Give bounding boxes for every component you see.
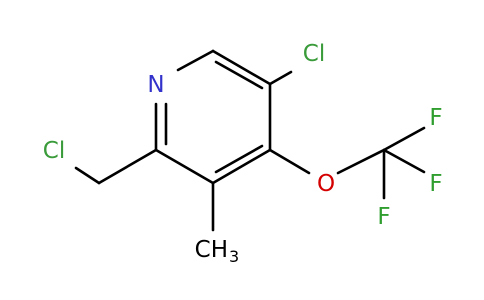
- atom-methyl: CH: [195, 237, 228, 263]
- bond-c4-c3-double: [214, 144, 264, 174]
- atom-fluorine-bot: F: [377, 204, 390, 230]
- bond-c4-c3: [211, 148, 272, 185]
- atom-oxygen: O: [317, 171, 335, 197]
- bond-c2-ch2: [97, 148, 158, 185]
- bond-c4-o: [268, 148, 311, 175]
- atom-labels: N Cl Cl O F F F CH 3: [43, 41, 443, 266]
- bonds: [74, 49, 426, 232]
- methyl-subscript: 3: [229, 247, 239, 266]
- methyl-ch: CH: [195, 237, 228, 263]
- bond-n-c6: [176, 49, 215, 72]
- bond-c5-cl: [268, 70, 293, 86]
- bond-cf3-f-top: [382, 126, 426, 152]
- bond-ch2-cl: [74, 166, 101, 185]
- atom-fluorine-mid: F: [429, 171, 442, 197]
- atom-nitrogen: N: [147, 72, 164, 98]
- bond-c3-c2: [154, 148, 215, 185]
- bond-c6-c5: [211, 49, 272, 86]
- bond-o-cf3: [336, 148, 386, 175]
- atom-chlorine-chain: Cl: [43, 138, 65, 164]
- atom-chlorine-ring: Cl: [303, 41, 325, 67]
- bond-cf3-f-mid: [382, 148, 426, 174]
- atom-fluorine-top: F: [429, 105, 442, 131]
- bond-c6-c5-double: [214, 60, 264, 90]
